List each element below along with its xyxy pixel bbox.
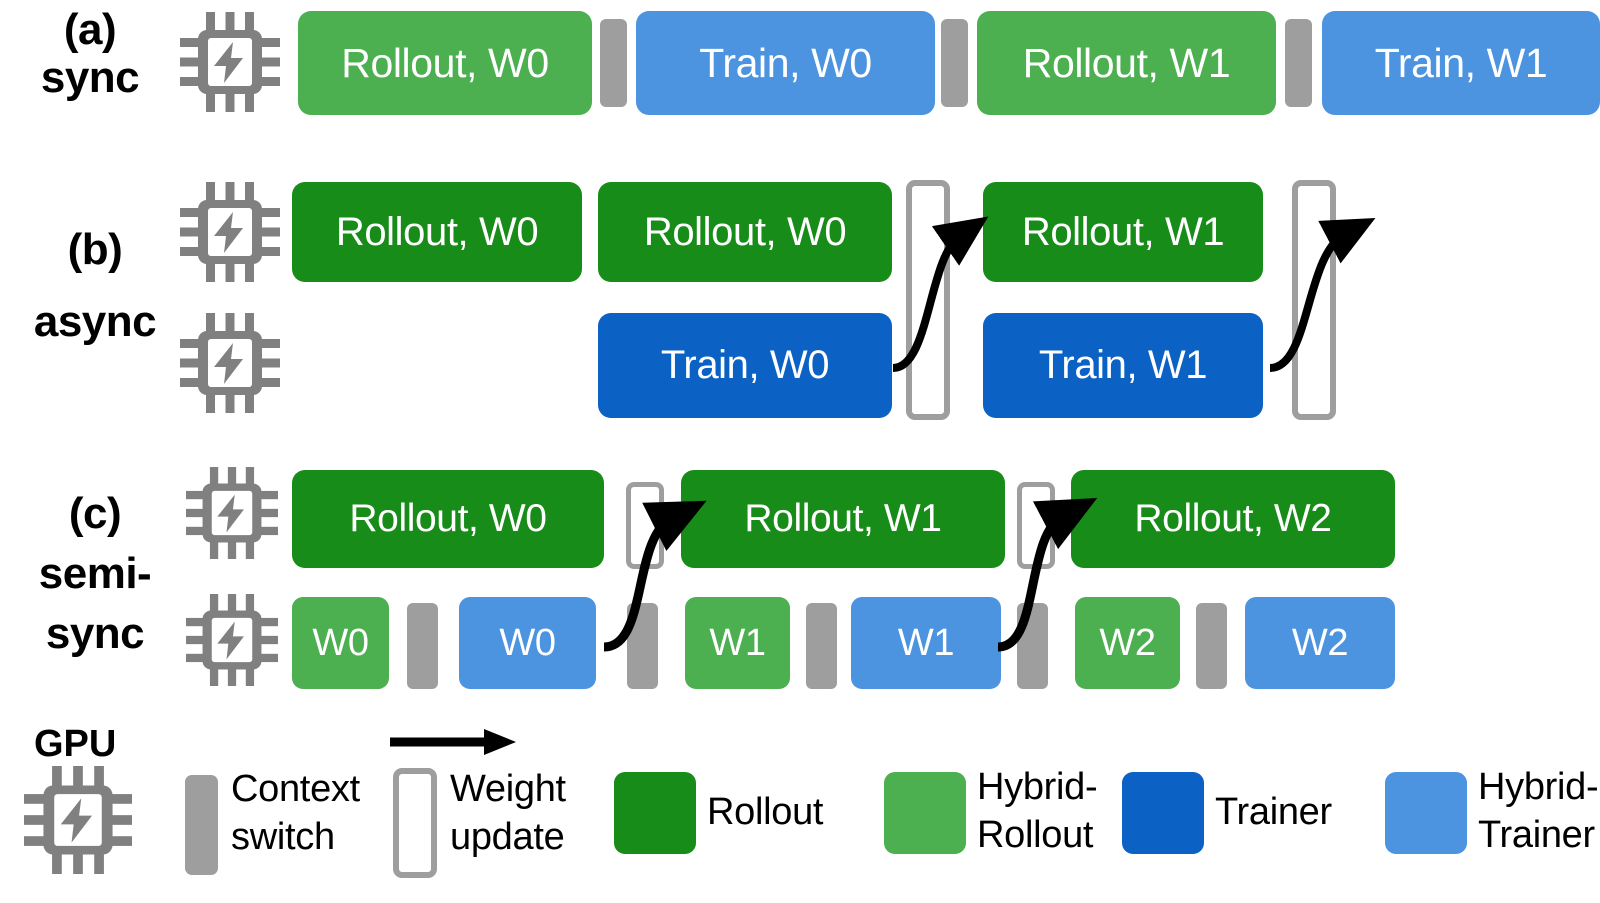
gpu-chip-icon-b-rollout xyxy=(180,182,280,282)
weight-update-box-c-2 xyxy=(1017,482,1055,569)
weight-update-box-b-1 xyxy=(906,180,950,420)
task-block-a-rollout-w1[interactable]: Rollout, W1 xyxy=(977,11,1276,115)
legend-swatch-weight-update xyxy=(393,768,437,878)
task-block-a-train-w1[interactable]: Train, W1 xyxy=(1322,11,1600,115)
weight-update-box-c-1 xyxy=(626,482,664,569)
legend-swatch-context-switch xyxy=(185,775,218,875)
row-label-c-tag: (c) xyxy=(68,489,122,538)
task-block-b-rollout-w0-2[interactable]: Rollout, W0 xyxy=(598,182,892,282)
task-block-c-hybrid-w1-train[interactable]: W1 xyxy=(851,597,1001,689)
context-switch-bar-a-2 xyxy=(941,19,968,107)
task-block-a-rollout-w0[interactable]: Rollout, W0 xyxy=(298,11,592,115)
legend-label-hybrid-rollout-line1: Hybrid- xyxy=(977,766,1098,808)
gpu-chip-icon-c-rollout xyxy=(186,467,278,559)
legend-swatch-hybrid-trainer xyxy=(1385,772,1467,854)
legend-swatch-hybrid-rollout xyxy=(884,772,966,854)
task-block-b-rollout-w0-1[interactable]: Rollout, W0 xyxy=(292,182,582,282)
row-label-b-tag: (b) xyxy=(67,225,123,274)
legend-gpu-label: GPU xyxy=(34,723,117,765)
legend-swatch-trainer xyxy=(1122,772,1204,854)
row-label-c-name-line2: sync xyxy=(45,609,145,658)
task-block-c-rollout-w1[interactable]: Rollout, W1 xyxy=(681,470,1005,568)
row-label-a-name: sync xyxy=(40,53,140,102)
context-switch-bar-c-4 xyxy=(1017,603,1048,689)
legend-label-rollout: Rollout xyxy=(707,791,824,833)
task-block-c-hybrid-w1-rollout[interactable]: W1 xyxy=(685,597,790,689)
legend-label-context-switch-line1: Context xyxy=(231,768,360,810)
legend-swatch-rollout xyxy=(614,772,696,854)
context-switch-bar-c-2 xyxy=(627,603,658,689)
context-switch-bar-c-5 xyxy=(1196,603,1227,689)
task-block-c-hybrid-w2-train[interactable]: W2 xyxy=(1245,597,1395,689)
task-block-b-train-w0[interactable]: Train, W0 xyxy=(598,313,892,418)
context-switch-bar-c-3 xyxy=(806,603,837,689)
legend-label-trainer: Trainer xyxy=(1215,791,1332,833)
legend-label-hybrid-trainer-line2: Trainer xyxy=(1478,814,1595,856)
gpu-chip-icon-c-hybrid xyxy=(186,594,278,686)
task-block-c-rollout-w0[interactable]: Rollout, W0 xyxy=(292,470,604,568)
task-block-c-hybrid-w0-rollout[interactable]: W0 xyxy=(292,597,389,689)
legend-label-hybrid-rollout-line2: Rollout xyxy=(977,814,1094,856)
gpu-chip-icon-a xyxy=(180,12,280,112)
gpu-chip-icon-b-trainer xyxy=(180,313,280,413)
row-label-b-name: async xyxy=(33,297,157,346)
task-block-b-rollout-w1[interactable]: Rollout, W1 xyxy=(983,182,1263,282)
task-block-c-hybrid-w0-train[interactable]: W0 xyxy=(459,597,596,689)
gpu-chip-icon-legend xyxy=(24,766,132,874)
legend-label-context-switch-line2: switch xyxy=(231,816,335,858)
task-block-b-train-w1[interactable]: Train, W1 xyxy=(983,313,1263,418)
context-switch-bar-a-3 xyxy=(1285,19,1312,107)
row-label-a-tag: (a) xyxy=(63,5,117,54)
context-switch-bar-c-1 xyxy=(407,603,438,689)
row-label-c-name-line1: semi- xyxy=(38,549,152,598)
legend-label-hybrid-trainer-line1: Hybrid- xyxy=(1478,766,1599,808)
task-block-a-train-w0[interactable]: Train, W0 xyxy=(636,11,935,115)
legend-arrow-icon xyxy=(390,729,516,755)
task-block-c-rollout-w2[interactable]: Rollout, W2 xyxy=(1071,470,1395,568)
legend-label-weight-update-line1: Weight xyxy=(450,768,566,810)
weight-update-box-b-2 xyxy=(1292,180,1336,420)
context-switch-bar-a-1 xyxy=(600,19,627,107)
legend-label-weight-update-line2: update xyxy=(450,816,565,858)
task-block-c-hybrid-w2-rollout[interactable]: W2 xyxy=(1075,597,1180,689)
